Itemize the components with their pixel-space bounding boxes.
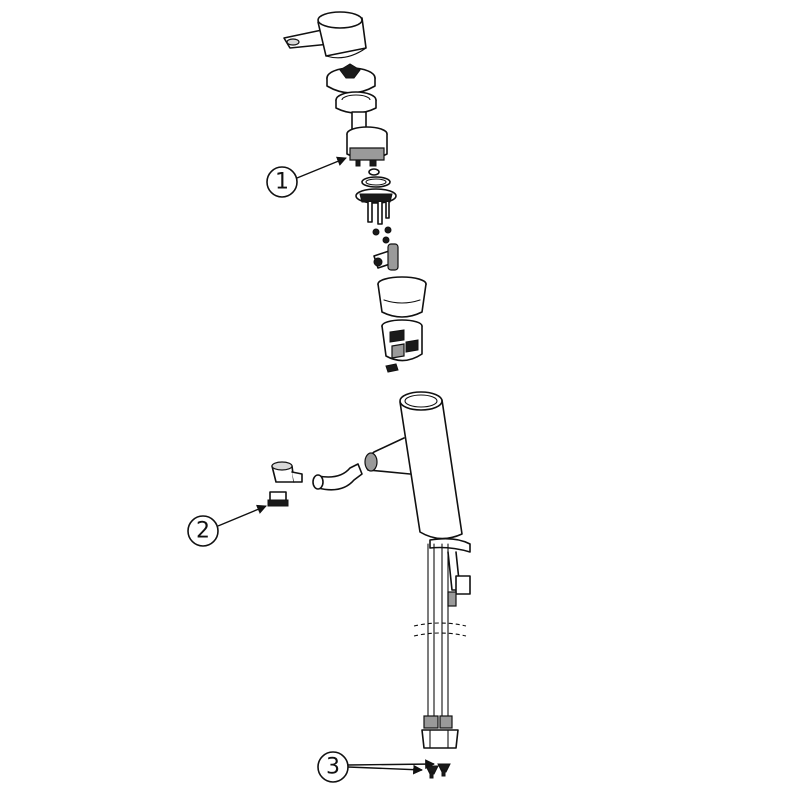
lever-handle <box>283 11 367 59</box>
threaded-nut <box>335 91 377 114</box>
mounting-clamp <box>429 537 471 607</box>
callout-1-label: 1 <box>275 170 289 195</box>
valve-fitting <box>373 243 399 271</box>
cartridge <box>346 111 388 167</box>
callout-2-label: 2 <box>196 519 210 544</box>
diverter-body <box>355 188 397 225</box>
aerator <box>271 461 303 483</box>
supply-hoses <box>413 543 467 719</box>
callout-3: 3 <box>317 751 435 783</box>
aerator-insert <box>267 491 289 507</box>
o-ring-small <box>368 168 380 176</box>
faucet-spout-body <box>364 391 463 540</box>
hose-fittings <box>421 715 459 749</box>
mixer-housing <box>381 319 423 373</box>
sleeve <box>377 276 427 318</box>
callout-2: 2 <box>187 504 267 547</box>
seal-ring <box>361 176 391 188</box>
screws <box>425 763 451 779</box>
callout-3-label: 3 <box>326 755 340 780</box>
flexible-hose <box>312 463 363 491</box>
small-seals <box>372 226 392 244</box>
cap-ring <box>326 63 376 94</box>
callout-1: 1 <box>266 156 347 198</box>
